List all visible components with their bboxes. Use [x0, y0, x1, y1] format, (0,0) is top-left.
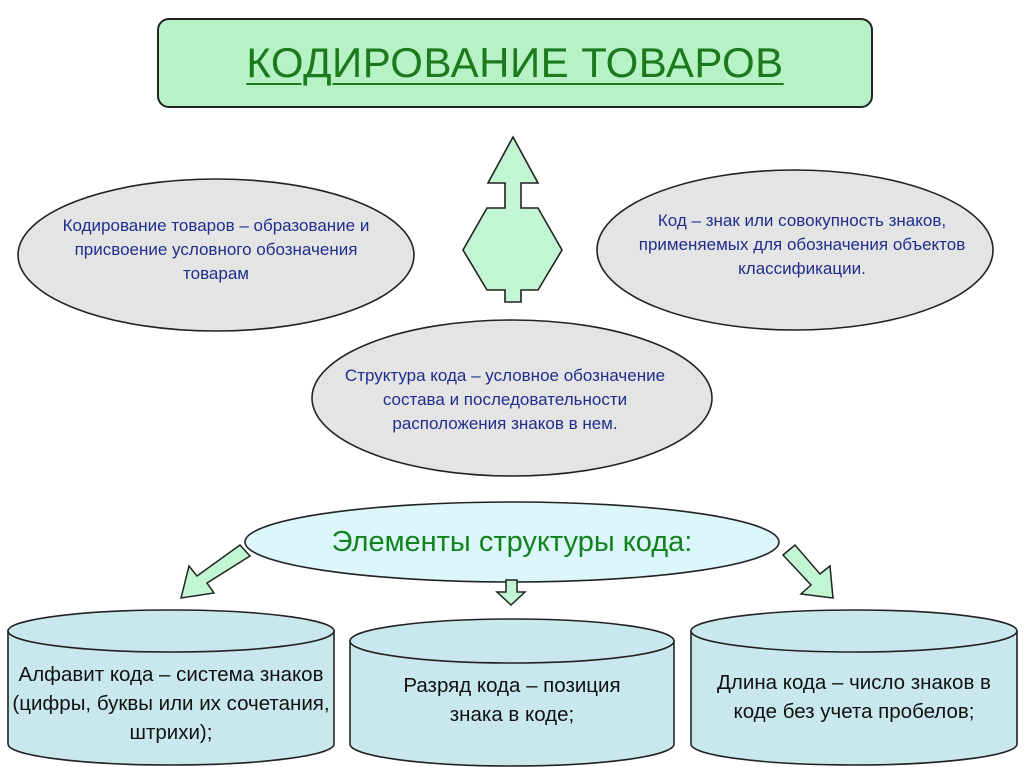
- page-title: КОДИРОВАНИЕ ТОВАРОВ: [246, 39, 784, 86]
- double-arrow-icon: [462, 135, 563, 303]
- cylinder-digit: [349, 618, 675, 767]
- definition-oval-structure: [311, 319, 713, 477]
- definition-code-text: Код – знак или совокупность знаков, прим…: [638, 211, 966, 278]
- definition-oval-coding: [17, 178, 415, 332]
- cylinder-alphabet: [7, 609, 335, 766]
- arrow-left-down-icon: [179, 544, 252, 599]
- cylinder-length: [690, 609, 1018, 766]
- element-digit-text: Разряд кода – позиция знака в коде;: [403, 674, 621, 726]
- arrow-right-down-icon: [781, 543, 834, 599]
- element-alphabet-text: Алфавит кода – система знаков (цифры, бу…: [12, 662, 330, 744]
- elements-heading-text: Элементы структуры кода:: [331, 525, 693, 558]
- arrow-down-icon: [495, 579, 527, 607]
- element-length-text: Длина кода – число знаков в коде без уче…: [717, 671, 991, 723]
- definition-oval-code: [596, 169, 994, 331]
- definition-structure-text: Структура кода – условное обозначение со…: [344, 366, 666, 433]
- definition-coding-text: Кодирование товаров – образование и прис…: [62, 216, 370, 283]
- title-box: КОДИРОВАНИЕ ТОВАРОВ: [157, 18, 873, 108]
